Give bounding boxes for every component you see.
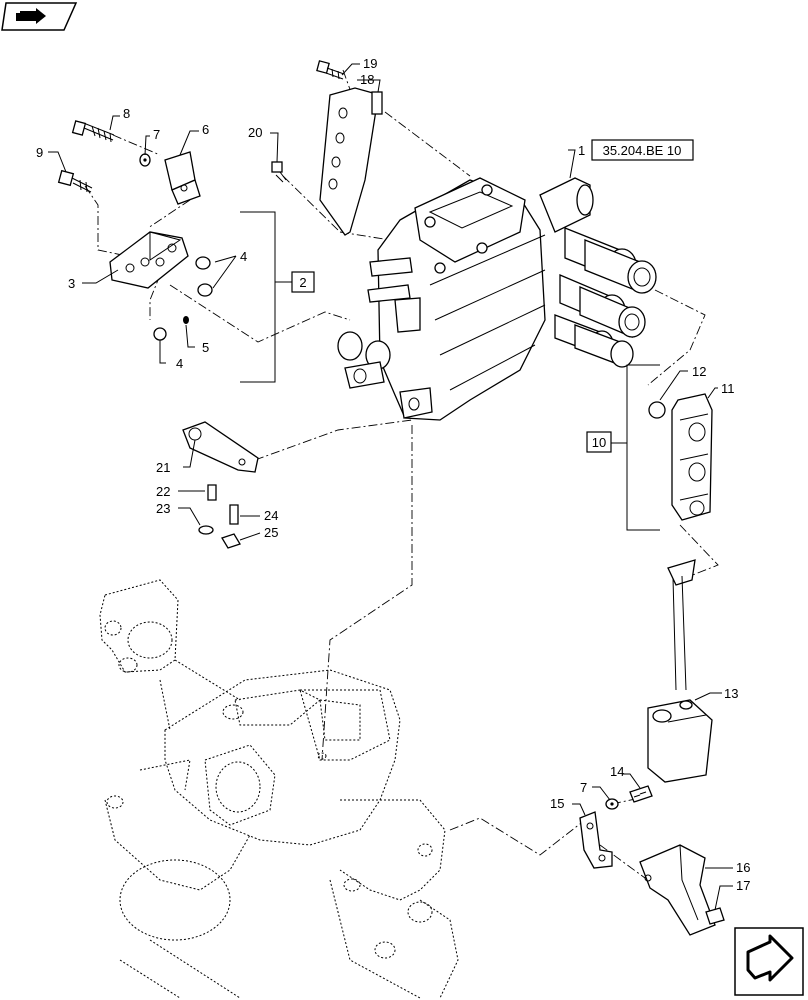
washer-7b — [605, 798, 619, 810]
ring-23 — [198, 525, 214, 535]
reference-code: 35.204.BE 10 — [603, 143, 682, 158]
pin-5 — [183, 316, 189, 324]
cap-strip-11 — [671, 393, 713, 521]
washer-7 — [139, 153, 151, 167]
pin-22 — [207, 484, 217, 501]
group-bracket-10 — [611, 364, 660, 531]
callout-4a: 4 — [240, 249, 247, 264]
callout-25: 25 — [264, 525, 278, 540]
reservoir-13 — [647, 559, 713, 783]
callout-11: 11 — [721, 381, 735, 396]
tractor-outline — [99, 579, 459, 999]
control-valve-1 — [337, 177, 657, 421]
callout-16: 16 — [736, 860, 750, 875]
screw-14 — [629, 785, 653, 803]
lever-21 — [182, 421, 259, 473]
leader-lines — [48, 63, 733, 911]
pin-24 — [229, 504, 239, 525]
bracket-6 — [164, 151, 201, 205]
callout-13: 13 — [724, 686, 738, 701]
callout-9: 9 — [36, 145, 43, 160]
group-bracket-2 — [240, 211, 292, 383]
svg-text:10: 10 — [592, 435, 606, 450]
callout-labels: 1 3 4 4 5 6 7 8 9 11 12 13 14 7 15 16 17… — [36, 56, 750, 893]
callout-6: 6 — [202, 122, 209, 137]
o-rings-4 — [153, 256, 213, 341]
quick-couplers — [554, 227, 657, 368]
callout-7b: 7 — [580, 780, 587, 795]
oring-12 — [648, 401, 666, 419]
callout-15: 15 — [550, 796, 564, 811]
bracket-15 — [579, 811, 613, 869]
callout-box-2: 2 — [291, 271, 315, 293]
callout-23: 23 — [156, 501, 170, 516]
callout-18: 18 — [360, 72, 374, 87]
callout-4b: 4 — [176, 356, 183, 371]
bolt-8 — [71, 120, 115, 143]
screw-19 — [316, 60, 345, 80]
svg-text:2: 2 — [299, 275, 306, 290]
callout-7a: 7 — [153, 127, 160, 142]
callout-21: 21 — [156, 460, 170, 475]
callout-5: 5 — [202, 340, 209, 355]
bolt-9 — [57, 169, 93, 193]
callout-14: 14 — [610, 764, 624, 779]
navigation-arrow-icon[interactable] — [734, 927, 804, 996]
callout-20: 20 — [248, 125, 262, 140]
callout-19: 19 — [363, 56, 377, 71]
callout-17: 17 — [736, 878, 750, 893]
callout-3: 3 — [68, 276, 75, 291]
callout-1: 1 — [578, 143, 585, 158]
bracket-plate-18 — [319, 87, 383, 236]
callout-8: 8 — [123, 106, 130, 121]
callout-12: 12 — [692, 364, 706, 379]
guard-16 — [639, 844, 716, 936]
clip-25 — [221, 533, 241, 549]
screw-20 — [271, 161, 287, 183]
callout-box-10: 10 — [586, 431, 612, 453]
reference-code-box[interactable]: 35.204.BE 10 — [591, 139, 694, 161]
block-3 — [109, 231, 189, 289]
callout-22: 22 — [156, 484, 170, 499]
callout-24: 24 — [264, 508, 278, 523]
book-arrow-icon[interactable] — [1, 2, 78, 31]
assembly-lines — [84, 69, 719, 906]
